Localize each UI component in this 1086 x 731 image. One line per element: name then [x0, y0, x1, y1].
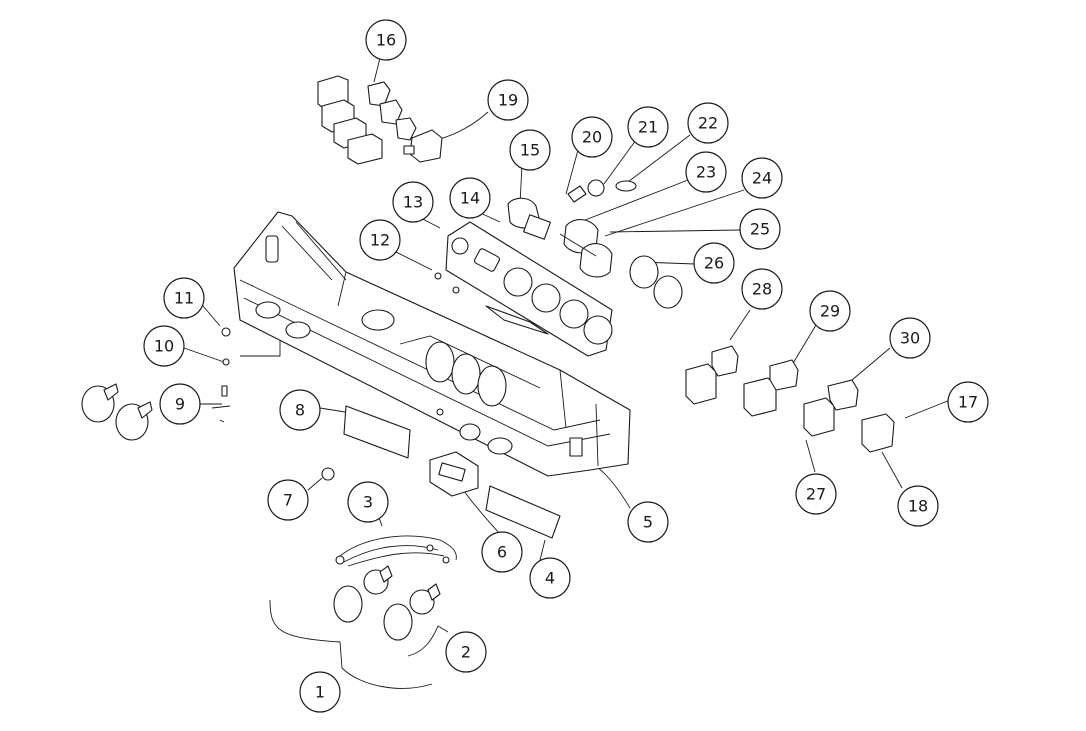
callout-16: 16	[365, 19, 407, 61]
svg-text:2: 2	[461, 643, 471, 662]
svg-text:5: 5	[643, 513, 653, 532]
callout-8: 8	[279, 389, 321, 431]
svg-text:25: 25	[750, 220, 770, 239]
callouts: 16 19 20 21 22 15 23 24 14 13 25 12 26 2…	[143, 19, 989, 713]
svg-text:14: 14	[460, 189, 480, 208]
svg-text:16: 16	[376, 31, 396, 50]
svg-text:22: 22	[698, 114, 718, 133]
callout-18: 18	[897, 485, 939, 527]
callout-25: 25	[739, 208, 781, 250]
screws	[434, 272, 460, 294]
callout-29: 29	[809, 290, 851, 332]
callout-27: 27	[795, 473, 837, 515]
callout-11: 11	[163, 277, 205, 319]
callout-2: 2	[445, 631, 487, 673]
connector-blocks	[317, 75, 417, 165]
main-housing	[233, 211, 631, 477]
lamp-group	[333, 565, 441, 641]
callout-28: 28	[741, 268, 783, 310]
callout-3: 3	[347, 481, 389, 523]
callout-20: 20	[571, 116, 613, 158]
svg-text:12: 12	[370, 231, 390, 250]
svg-text:11: 11	[174, 289, 194, 308]
callout-23: 23	[685, 151, 727, 193]
callout-10: 10	[143, 325, 185, 367]
switch-19	[403, 129, 443, 163]
svg-text:20: 20	[582, 128, 602, 147]
svg-text:3: 3	[363, 493, 373, 512]
svg-text:23: 23	[696, 163, 716, 182]
svg-text:29: 29	[820, 302, 840, 321]
svg-text:8: 8	[295, 401, 305, 420]
callout-19: 19	[487, 79, 529, 121]
svg-text:13: 13	[403, 193, 423, 212]
callout-26: 26	[693, 242, 735, 284]
leader-lines	[183, 57, 951, 689]
svg-text:21: 21	[638, 118, 658, 137]
front-panel	[445, 221, 613, 357]
svg-text:4: 4	[545, 569, 555, 588]
callout-7: 7	[267, 479, 309, 521]
svg-text:1: 1	[315, 683, 325, 702]
svg-text:28: 28	[752, 280, 772, 299]
callout-12: 12	[359, 219, 401, 261]
svg-text:17: 17	[958, 393, 978, 412]
callout-17: 17	[947, 381, 989, 423]
callout-24: 24	[741, 157, 783, 199]
callout-6: 6	[481, 531, 523, 573]
callout-13: 13	[392, 181, 434, 223]
svg-text:30: 30	[900, 329, 920, 348]
svg-text:15: 15	[520, 141, 540, 160]
callout-1: 1	[299, 671, 341, 713]
svg-text:7: 7	[283, 491, 293, 510]
wiring-harness	[335, 535, 457, 567]
svg-text:10: 10	[154, 337, 174, 356]
left-lamps	[81, 327, 231, 441]
callout-15: 15	[509, 129, 551, 171]
svg-text:27: 27	[806, 485, 826, 504]
callout-4: 4	[529, 557, 571, 599]
callout-22: 22	[687, 102, 729, 144]
svg-text:6: 6	[497, 543, 507, 562]
callout-5: 5	[627, 501, 669, 543]
callout-9: 9	[159, 383, 201, 425]
switch-6	[429, 451, 479, 497]
svg-text:18: 18	[908, 497, 928, 516]
svg-text:9: 9	[175, 395, 185, 414]
svg-text:19: 19	[498, 91, 518, 110]
callout-30: 30	[889, 317, 931, 359]
knob-7	[321, 467, 335, 481]
callout-21: 21	[627, 106, 669, 148]
svg-text:26: 26	[704, 254, 724, 273]
rocker-switches	[685, 345, 895, 453]
rotary-switches	[507, 179, 683, 309]
plates	[343, 405, 561, 539]
svg-text:24: 24	[752, 169, 772, 188]
callout-14: 14	[449, 177, 491, 219]
